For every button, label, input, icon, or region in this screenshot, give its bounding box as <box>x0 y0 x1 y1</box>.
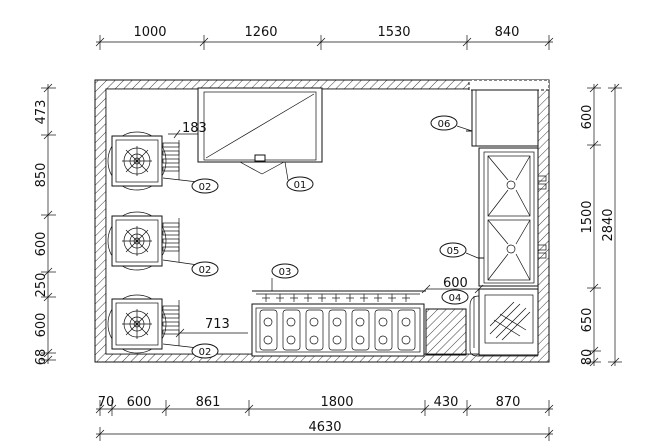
right-dim-3: 650 <box>580 308 595 333</box>
callout-sink-offset: 600 <box>421 276 484 294</box>
left-dim-1: 473 <box>34 100 49 125</box>
bottom-dim-6: 870 <box>496 395 521 410</box>
svg-text:183: 183 <box>182 121 207 136</box>
right-total-dim: 2840 <box>601 208 616 241</box>
tag-02-a: 02 <box>191 178 219 194</box>
tag-01: 01 <box>286 176 314 192</box>
top-dim-1: 1000 <box>133 25 166 40</box>
tag-02-c: 02 <box>191 343 219 359</box>
tag-03: 03 <box>271 263 299 279</box>
svg-text:02: 02 <box>199 182 212 193</box>
bottom-dim-3: 861 <box>196 395 221 410</box>
tag-05: 05 <box>439 242 479 259</box>
bottom-total-dim: 4630 <box>308 420 341 435</box>
svg-text:713: 713 <box>205 317 230 332</box>
equipment-04-prep-sink <box>469 288 539 357</box>
equipment-02-wok-burner-1 <box>107 131 199 191</box>
equipment-05-sink-unit <box>478 147 547 287</box>
right-dim-4: 80 <box>580 349 595 366</box>
top-dimension-line: 1000 1260 1530 840 <box>95 25 554 50</box>
svg-text:02: 02 <box>199 265 212 276</box>
equipment-02-wok-burner-3 <box>107 294 199 354</box>
svg-text:01: 01 <box>294 180 307 191</box>
left-dim-6: 68 <box>34 349 49 366</box>
left-dim-5: 600 <box>34 313 49 338</box>
svg-text:600: 600 <box>443 276 468 291</box>
equipment-06-cabinet <box>466 89 539 147</box>
svg-text:05: 05 <box>447 246 460 257</box>
bottom-dim-1: 70 <box>98 395 115 410</box>
top-dim-2: 1260 <box>244 25 277 40</box>
equipment-02-wok-burner-2 <box>107 211 199 271</box>
filler-panel <box>425 308 467 356</box>
callout-counter-offset: 713 <box>175 317 248 338</box>
top-dim-3: 1530 <box>377 25 410 40</box>
left-dim-3: 600 <box>34 232 49 257</box>
svg-text:02: 02 <box>199 347 212 358</box>
bottom-dimension-line: 70 600 861 1800 430 870 4630 <box>95 395 554 441</box>
bottom-dim-4: 1800 <box>320 395 353 410</box>
callout-wok-offset: 183 <box>168 121 207 139</box>
top-dim-4: 840 <box>495 25 520 40</box>
tag-02-b: 02 <box>191 261 219 277</box>
right-dim-2: 1500 <box>580 200 595 233</box>
equipment-01-refrigerator <box>197 87 323 181</box>
tag-06: 06 <box>430 115 473 132</box>
bottom-dim-5: 430 <box>434 395 459 410</box>
left-dim-2: 850 <box>34 163 49 188</box>
svg-text:06: 06 <box>438 119 451 130</box>
svg-text:04: 04 <box>449 293 462 304</box>
bottom-dim-2: 600 <box>127 395 152 410</box>
tag-04: 04 <box>441 289 469 305</box>
equipment-03-range <box>251 278 426 357</box>
left-dim-4: 250 <box>34 273 49 298</box>
left-dimension-line: 473 850 600 250 600 68 <box>34 83 56 366</box>
svg-text:03: 03 <box>279 267 292 278</box>
right-dimension-line: 600 1500 650 80 2840 <box>580 83 622 367</box>
right-dim-1: 600 <box>580 105 595 130</box>
